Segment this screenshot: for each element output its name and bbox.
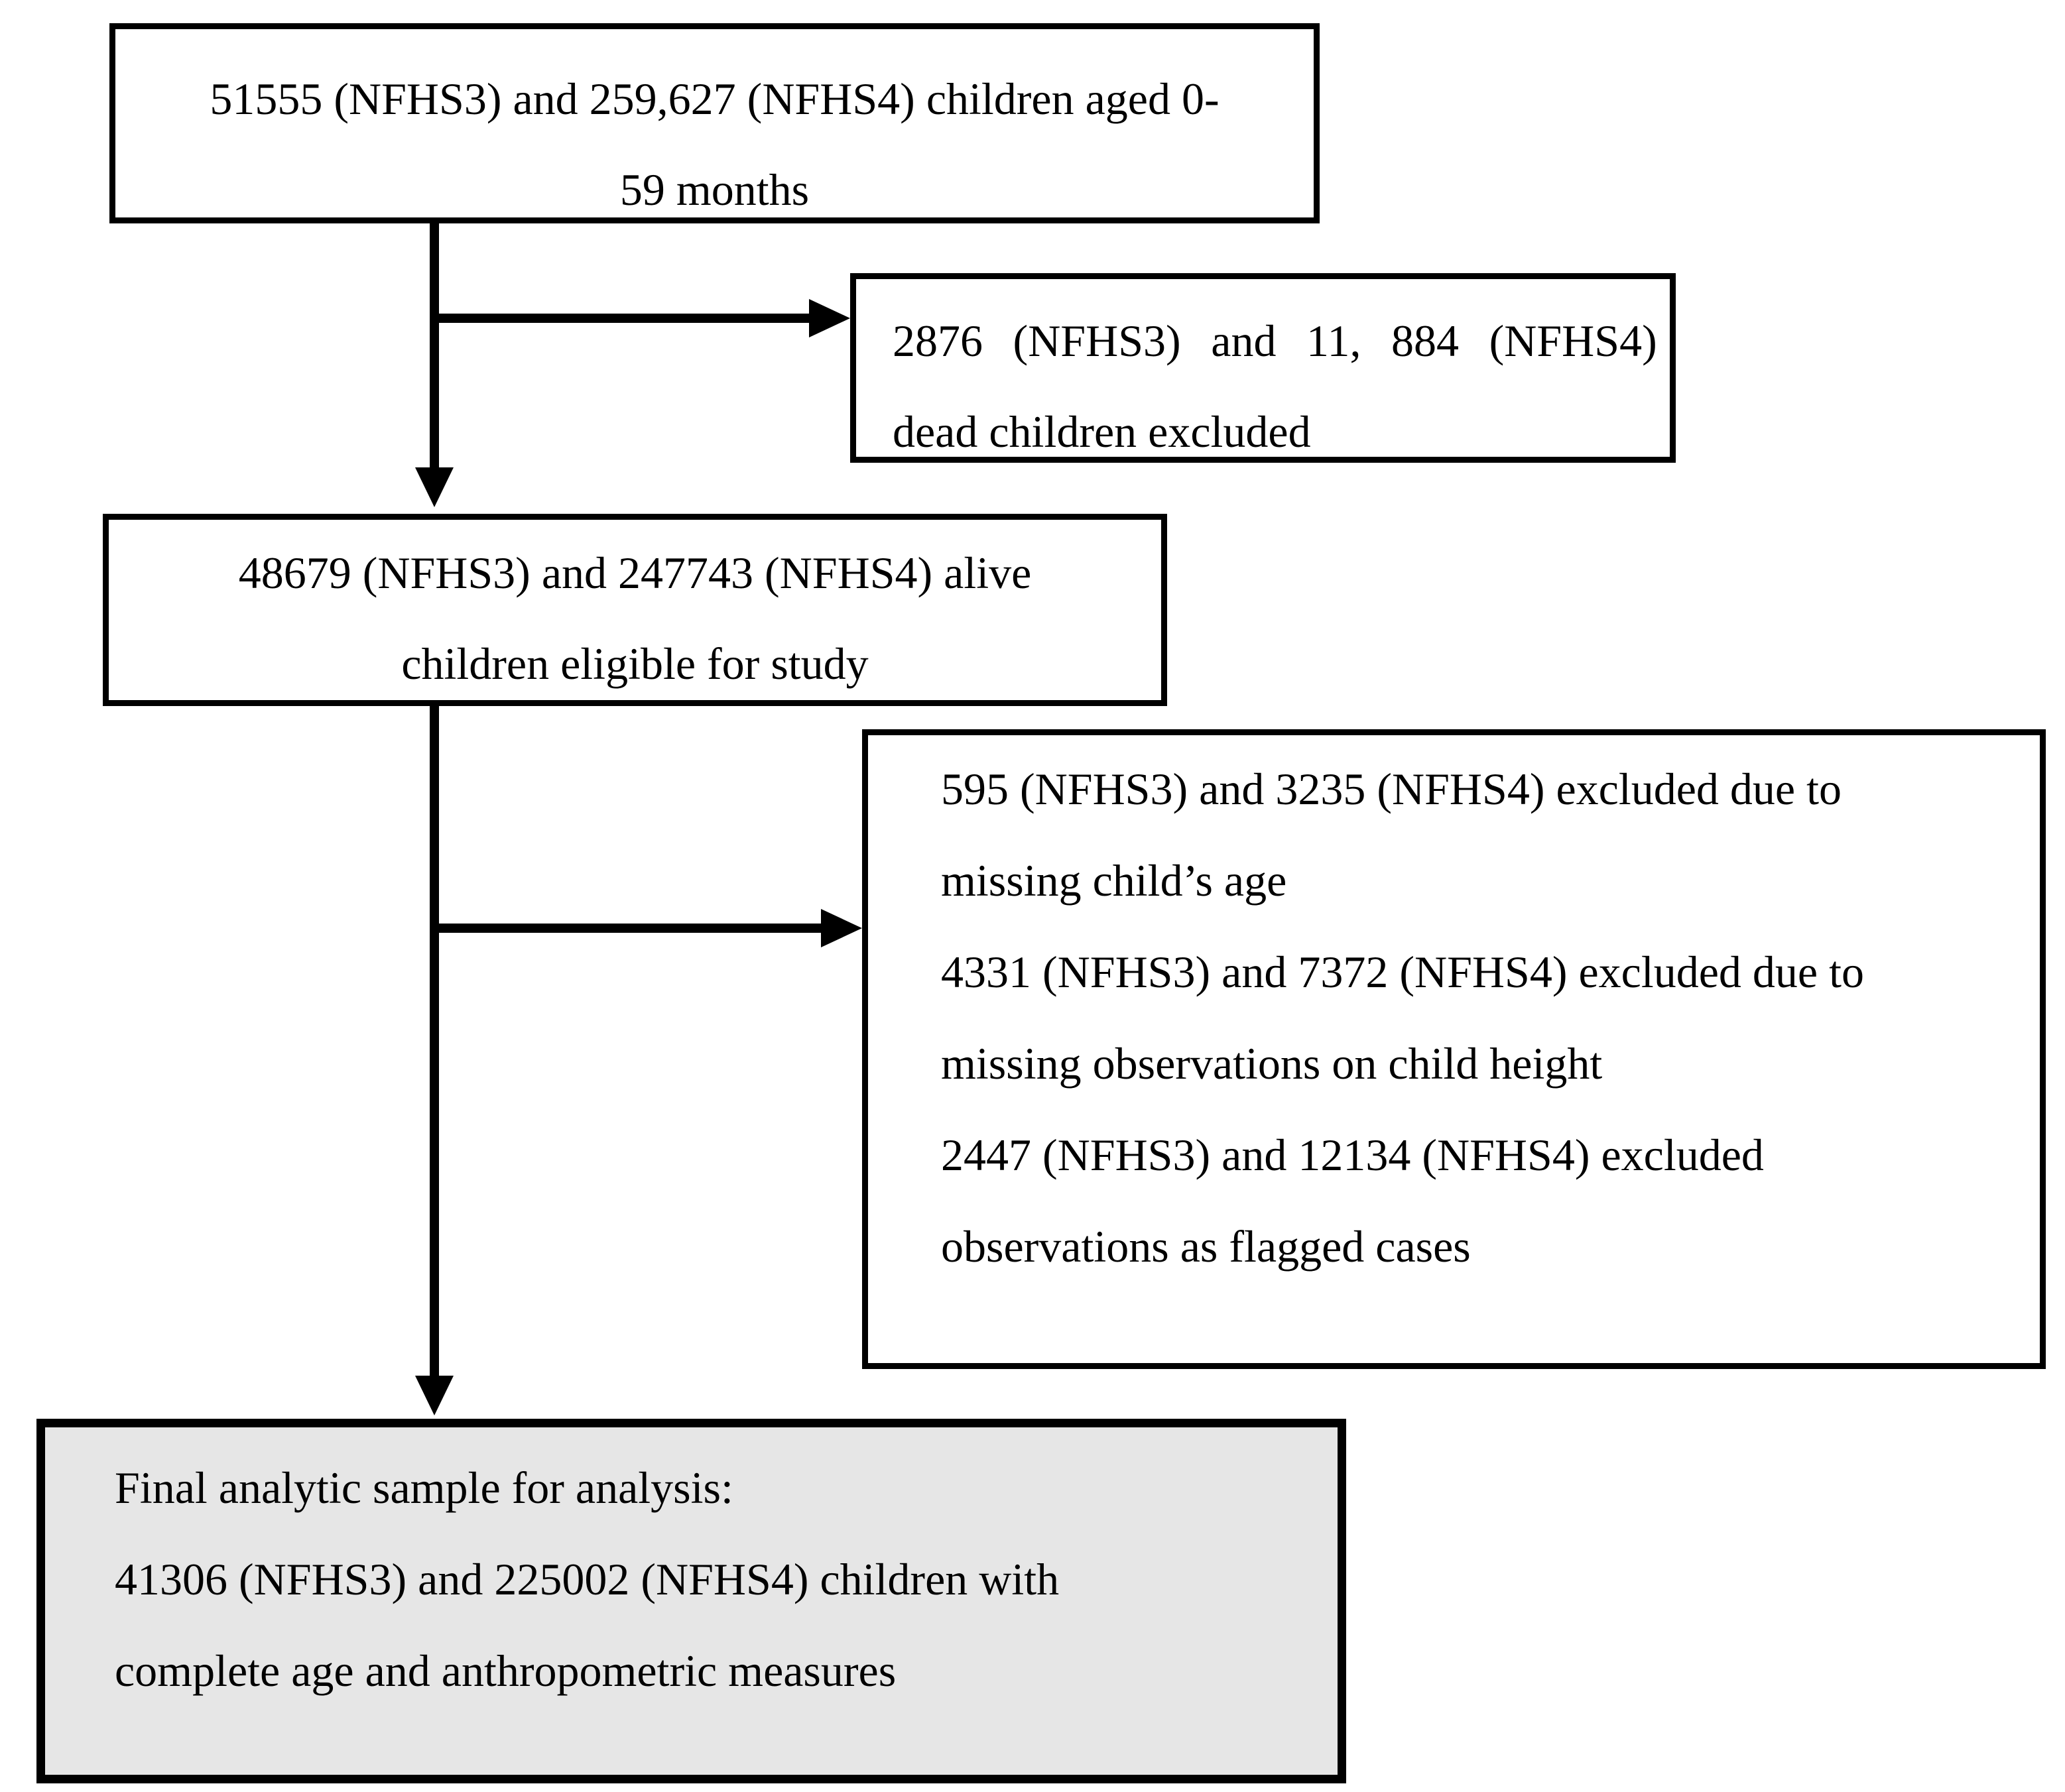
box-dead-children-excluded: 2876 (NFHS3) and 11, 884 (NFHS4) dead ch… [850, 273, 1676, 463]
box-dead-line2: dead children excluded [893, 406, 1311, 457]
final-sample-line: Final analytic sample for analysis: [115, 1463, 733, 1513]
final-sample-line: complete age and anthropometric measures [115, 1645, 897, 1696]
connector-branch-to-dead-line [434, 314, 809, 323]
exclusion-line: missing child’s age [941, 855, 1287, 906]
connector-alive-to-final-line [430, 706, 439, 1376]
exclusion-line: 595 (NFHS3) and 3235 (NFHS4) excluded du… [941, 764, 1842, 814]
box-dead-line1: 2876 (NFHS3) and 11, 884 (NFHS4) [893, 316, 1657, 366]
connector-branch-to-exclusions-line [434, 924, 821, 933]
box-total-line1: 51555 (NFHS3) and 259,627 (NFHS4) childr… [210, 74, 1220, 124]
connector-total-to-alive-line [430, 219, 439, 467]
arrowhead-down-to-alive [415, 467, 454, 507]
box-final-sample: Final analytic sample for analysis: 4130… [36, 1419, 1346, 1783]
box-total-line2: 59 months [619, 164, 810, 215]
box-alive-line2: children eligible for study [401, 638, 869, 689]
box-exclusions: 595 (NFHS3) and 3235 (NFHS4) excluded du… [862, 729, 2046, 1369]
exclusion-line: missing observations on child height [941, 1038, 1603, 1089]
exclusion-line: 2447 (NFHS3) and 12134 (NFHS4) excluded [941, 1130, 1764, 1180]
box-alive-line1: 48679 (NFHS3) and 247743 (NFHS4) alive [238, 548, 1032, 598]
arrowhead-right-to-exclusions [821, 909, 862, 947]
final-sample-line: 41306 (NFHS3) and 225002 (NFHS4) childre… [115, 1554, 1060, 1604]
box-total-children: 51555 (NFHS3) and 259,627 (NFHS4) childr… [109, 23, 1320, 223]
arrowhead-right-to-dead [809, 299, 850, 337]
exclusion-line: 4331 (NFHS3) and 7372 (NFHS4) excluded d… [941, 947, 1864, 997]
exclusion-line: observations as flagged cases [941, 1221, 1471, 1272]
arrowhead-down-to-final [415, 1376, 454, 1415]
box-alive-eligible: 48679 (NFHS3) and 247743 (NFHS4) alive c… [103, 514, 1167, 706]
